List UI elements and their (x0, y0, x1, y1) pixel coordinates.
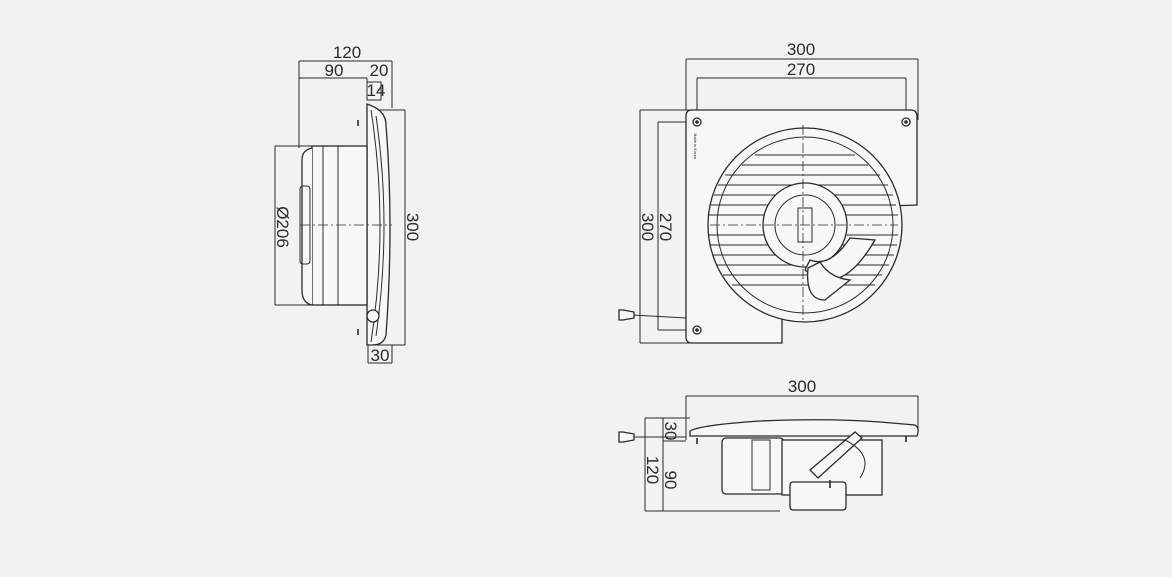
dim-flange-inner: 14 (367, 81, 386, 100)
dim-bottom-total-depth: 120 (643, 456, 662, 484)
dim-flange-depth: 20 (370, 61, 389, 80)
side-dimension-labels: 120 90 20 14 Ø206 300 30 (273, 43, 422, 365)
dim-front-width: 300 (787, 40, 815, 59)
power-cord-plug-icon (618, 431, 686, 443)
bottom-view: 300 30 120 90 (618, 377, 919, 512)
dim-side-height: 300 (403, 213, 422, 241)
front-fan-body: Made in Korea (618, 109, 918, 344)
side-fan-body (299, 103, 392, 346)
screw-icon (692, 117, 911, 335)
dim-body-depth: 90 (325, 61, 344, 80)
front-dimension-labels: 300 270 300 270 (638, 40, 815, 241)
bottom-fan-body (618, 419, 919, 511)
side-view: 120 90 20 14 Ø206 300 30 (273, 43, 422, 365)
dim-front-height: 300 (638, 213, 657, 241)
front-view: Made in Korea 300 270 300 270 (618, 40, 919, 344)
dim-bottom-depth: 30 (371, 346, 390, 365)
plate-text: Made in Korea (693, 133, 698, 160)
screw-icon (696, 436, 907, 488)
dim-overall-depth: 120 (333, 43, 361, 62)
power-cord-plug-icon (618, 309, 687, 321)
dim-diameter: Ø206 (273, 206, 292, 248)
front-dimension-lines (639, 58, 919, 344)
bottom-dimension-labels: 300 30 120 90 (643, 377, 816, 489)
bottom-dimension-lines (644, 395, 919, 512)
dim-bottom-flange-depth: 30 (661, 422, 680, 441)
dim-bottom-body-depth: 90 (661, 471, 680, 490)
dim-hole-spacing-h: 270 (787, 60, 815, 79)
dim-hole-spacing-v: 270 (656, 213, 675, 241)
side-dimension-lines (274, 60, 406, 364)
dim-bottom-width: 300 (788, 377, 816, 396)
